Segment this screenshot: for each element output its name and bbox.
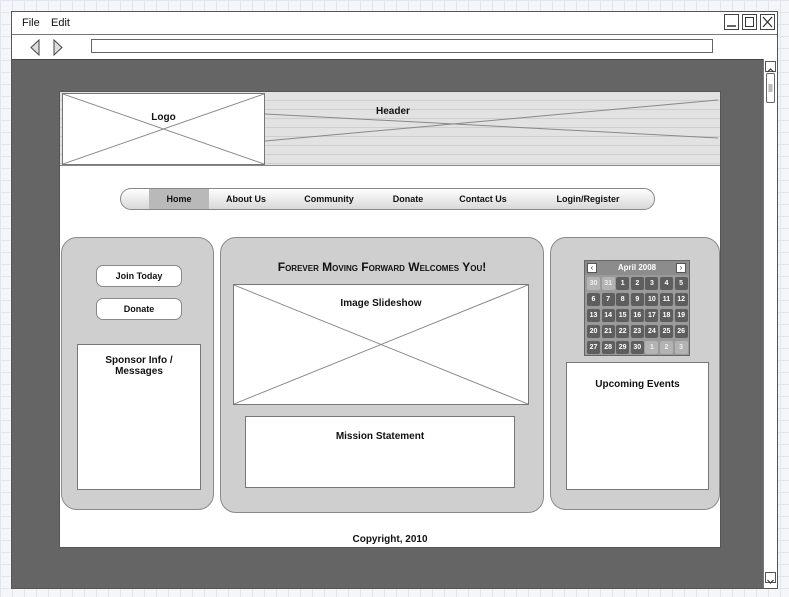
center-content: Forever Moving Forward Welcomes You! Ima… xyxy=(220,237,544,513)
calendar-day[interactable]: 24 xyxy=(645,325,659,338)
nav-home[interactable]: Home xyxy=(149,189,209,209)
sponsor-box: Sponsor Info / Messages xyxy=(77,344,201,490)
main-nav: Home About Us Community Donate Contact U… xyxy=(120,188,655,210)
scroll-up-button[interactable] xyxy=(765,61,776,73)
calendar-day[interactable]: 6 xyxy=(587,293,600,306)
left-sidebar: Join Today Donate Sponsor Info / Message… xyxy=(61,237,214,510)
scroll-down-button[interactable] xyxy=(765,572,776,584)
slideshow-label: Image Slideshow xyxy=(340,298,422,309)
calendar-day[interactable]: 23 xyxy=(630,325,644,338)
header-placeholder-cross xyxy=(264,99,719,142)
back-arrow-icon[interactable] xyxy=(29,39,41,56)
vertical-scrollbar[interactable] xyxy=(763,59,777,588)
calendar-day[interactable]: 13 xyxy=(587,309,600,322)
calendar-day[interactable]: 14 xyxy=(601,309,615,322)
chevron-up-icon xyxy=(767,68,774,73)
sponsor-label: Sponsor Info / Messages xyxy=(105,355,173,377)
page-viewport: Header Logo Home About Us Community Dona… xyxy=(12,59,763,588)
calendar-month-label: April 2008 xyxy=(585,261,689,275)
grip-icon xyxy=(768,84,773,92)
calendar-day[interactable]: 1 xyxy=(616,277,630,290)
calendar-day[interactable]: 7 xyxy=(601,293,615,306)
calendar-day[interactable]: 15 xyxy=(616,309,630,322)
image-slideshow[interactable]: Image Slideshow xyxy=(233,284,529,405)
donate-button[interactable]: Donate xyxy=(96,298,182,320)
calendar-day[interactable]: 8 xyxy=(616,293,630,306)
calendar-day[interactable]: 17 xyxy=(645,309,659,322)
scroll-thumb[interactable] xyxy=(766,73,775,103)
mission-label: Mission Statement xyxy=(335,431,425,442)
calendar-day[interactable]: 2 xyxy=(630,277,644,290)
upcoming-events-box: Upcoming Events xyxy=(566,362,709,490)
calendar-day[interactable]: 5 xyxy=(674,277,688,290)
nav-contact-us[interactable]: Contact Us xyxy=(459,194,507,204)
calendar-day[interactable]: 16 xyxy=(630,309,644,322)
logo-placeholder: Logo xyxy=(62,93,265,165)
calendar-prev-icon[interactable]: ‹ xyxy=(587,263,597,273)
close-icon xyxy=(762,16,773,28)
nav-about-us[interactable]: About Us xyxy=(226,194,266,204)
browser-toolbar xyxy=(12,34,777,58)
url-bar[interactable] xyxy=(91,39,713,53)
maximize-button[interactable] xyxy=(742,14,757,30)
maximize-icon xyxy=(745,17,754,27)
calendar-day[interactable]: 19 xyxy=(674,309,688,322)
calendar-day[interactable]: 31 xyxy=(601,277,615,290)
web-page: Header Logo Home About Us Community Dona… xyxy=(59,91,721,548)
chevron-down-icon xyxy=(767,579,774,584)
calendar-day[interactable]: 10 xyxy=(645,293,659,306)
minimize-button[interactable] xyxy=(724,14,739,30)
nav-login-register[interactable]: Login/Register xyxy=(556,194,620,204)
menu-bar: File Edit xyxy=(12,12,777,34)
copyright-footer: Copyright, 2010 xyxy=(352,534,428,545)
calendar-day[interactable]: 3 xyxy=(674,341,688,354)
logo-label: Logo xyxy=(151,112,176,123)
calendar-day[interactable]: 22 xyxy=(616,325,630,338)
image-placeholder-icon xyxy=(63,94,264,164)
image-placeholder-icon xyxy=(234,285,528,404)
header-banner: Header Logo xyxy=(60,92,720,166)
events-label: Upcoming Events xyxy=(595,379,680,390)
calendar-day[interactable]: 4 xyxy=(660,277,673,290)
header-label: Header xyxy=(376,106,410,117)
welcome-heading: Forever Moving Forward Welcomes You! xyxy=(277,260,487,274)
edit-menu[interactable]: Edit xyxy=(51,17,70,29)
calendar-day[interactable]: 1 xyxy=(645,341,659,354)
nav-donate[interactable]: Donate xyxy=(392,194,424,204)
minimize-icon xyxy=(727,25,736,27)
calendar-day[interactable]: 12 xyxy=(674,293,688,306)
calendar-day[interactable]: 30 xyxy=(630,341,644,354)
calendar-day[interactable]: 30 xyxy=(587,277,600,290)
calendar-day[interactable]: 27 xyxy=(587,341,600,354)
calendar-day[interactable]: 11 xyxy=(660,293,673,306)
calendar-day[interactable]: 29 xyxy=(616,341,630,354)
close-button[interactable] xyxy=(760,14,775,30)
calendar-day[interactable]: 28 xyxy=(601,341,615,354)
calendar-day[interactable]: 21 xyxy=(601,325,615,338)
nav-community[interactable]: Community xyxy=(304,194,354,204)
calendar-day[interactable]: 25 xyxy=(660,325,673,338)
browser-window: File Edit Header xyxy=(11,11,778,589)
join-today-button[interactable]: Join Today xyxy=(96,265,182,287)
mission-statement-box: Mission Statement xyxy=(245,416,515,488)
calendar-day[interactable]: 26 xyxy=(674,325,688,338)
calendar-next-icon[interactable]: › xyxy=(676,263,686,273)
forward-arrow-icon[interactable] xyxy=(52,39,64,56)
file-menu[interactable]: File xyxy=(22,17,40,29)
calendar-day[interactable]: 2 xyxy=(660,341,673,354)
calendar-day[interactable]: 20 xyxy=(587,325,600,338)
calendar-day[interactable]: 3 xyxy=(645,277,659,290)
calendar-day[interactable]: 9 xyxy=(630,293,644,306)
calendar-day[interactable]: 18 xyxy=(660,309,673,322)
